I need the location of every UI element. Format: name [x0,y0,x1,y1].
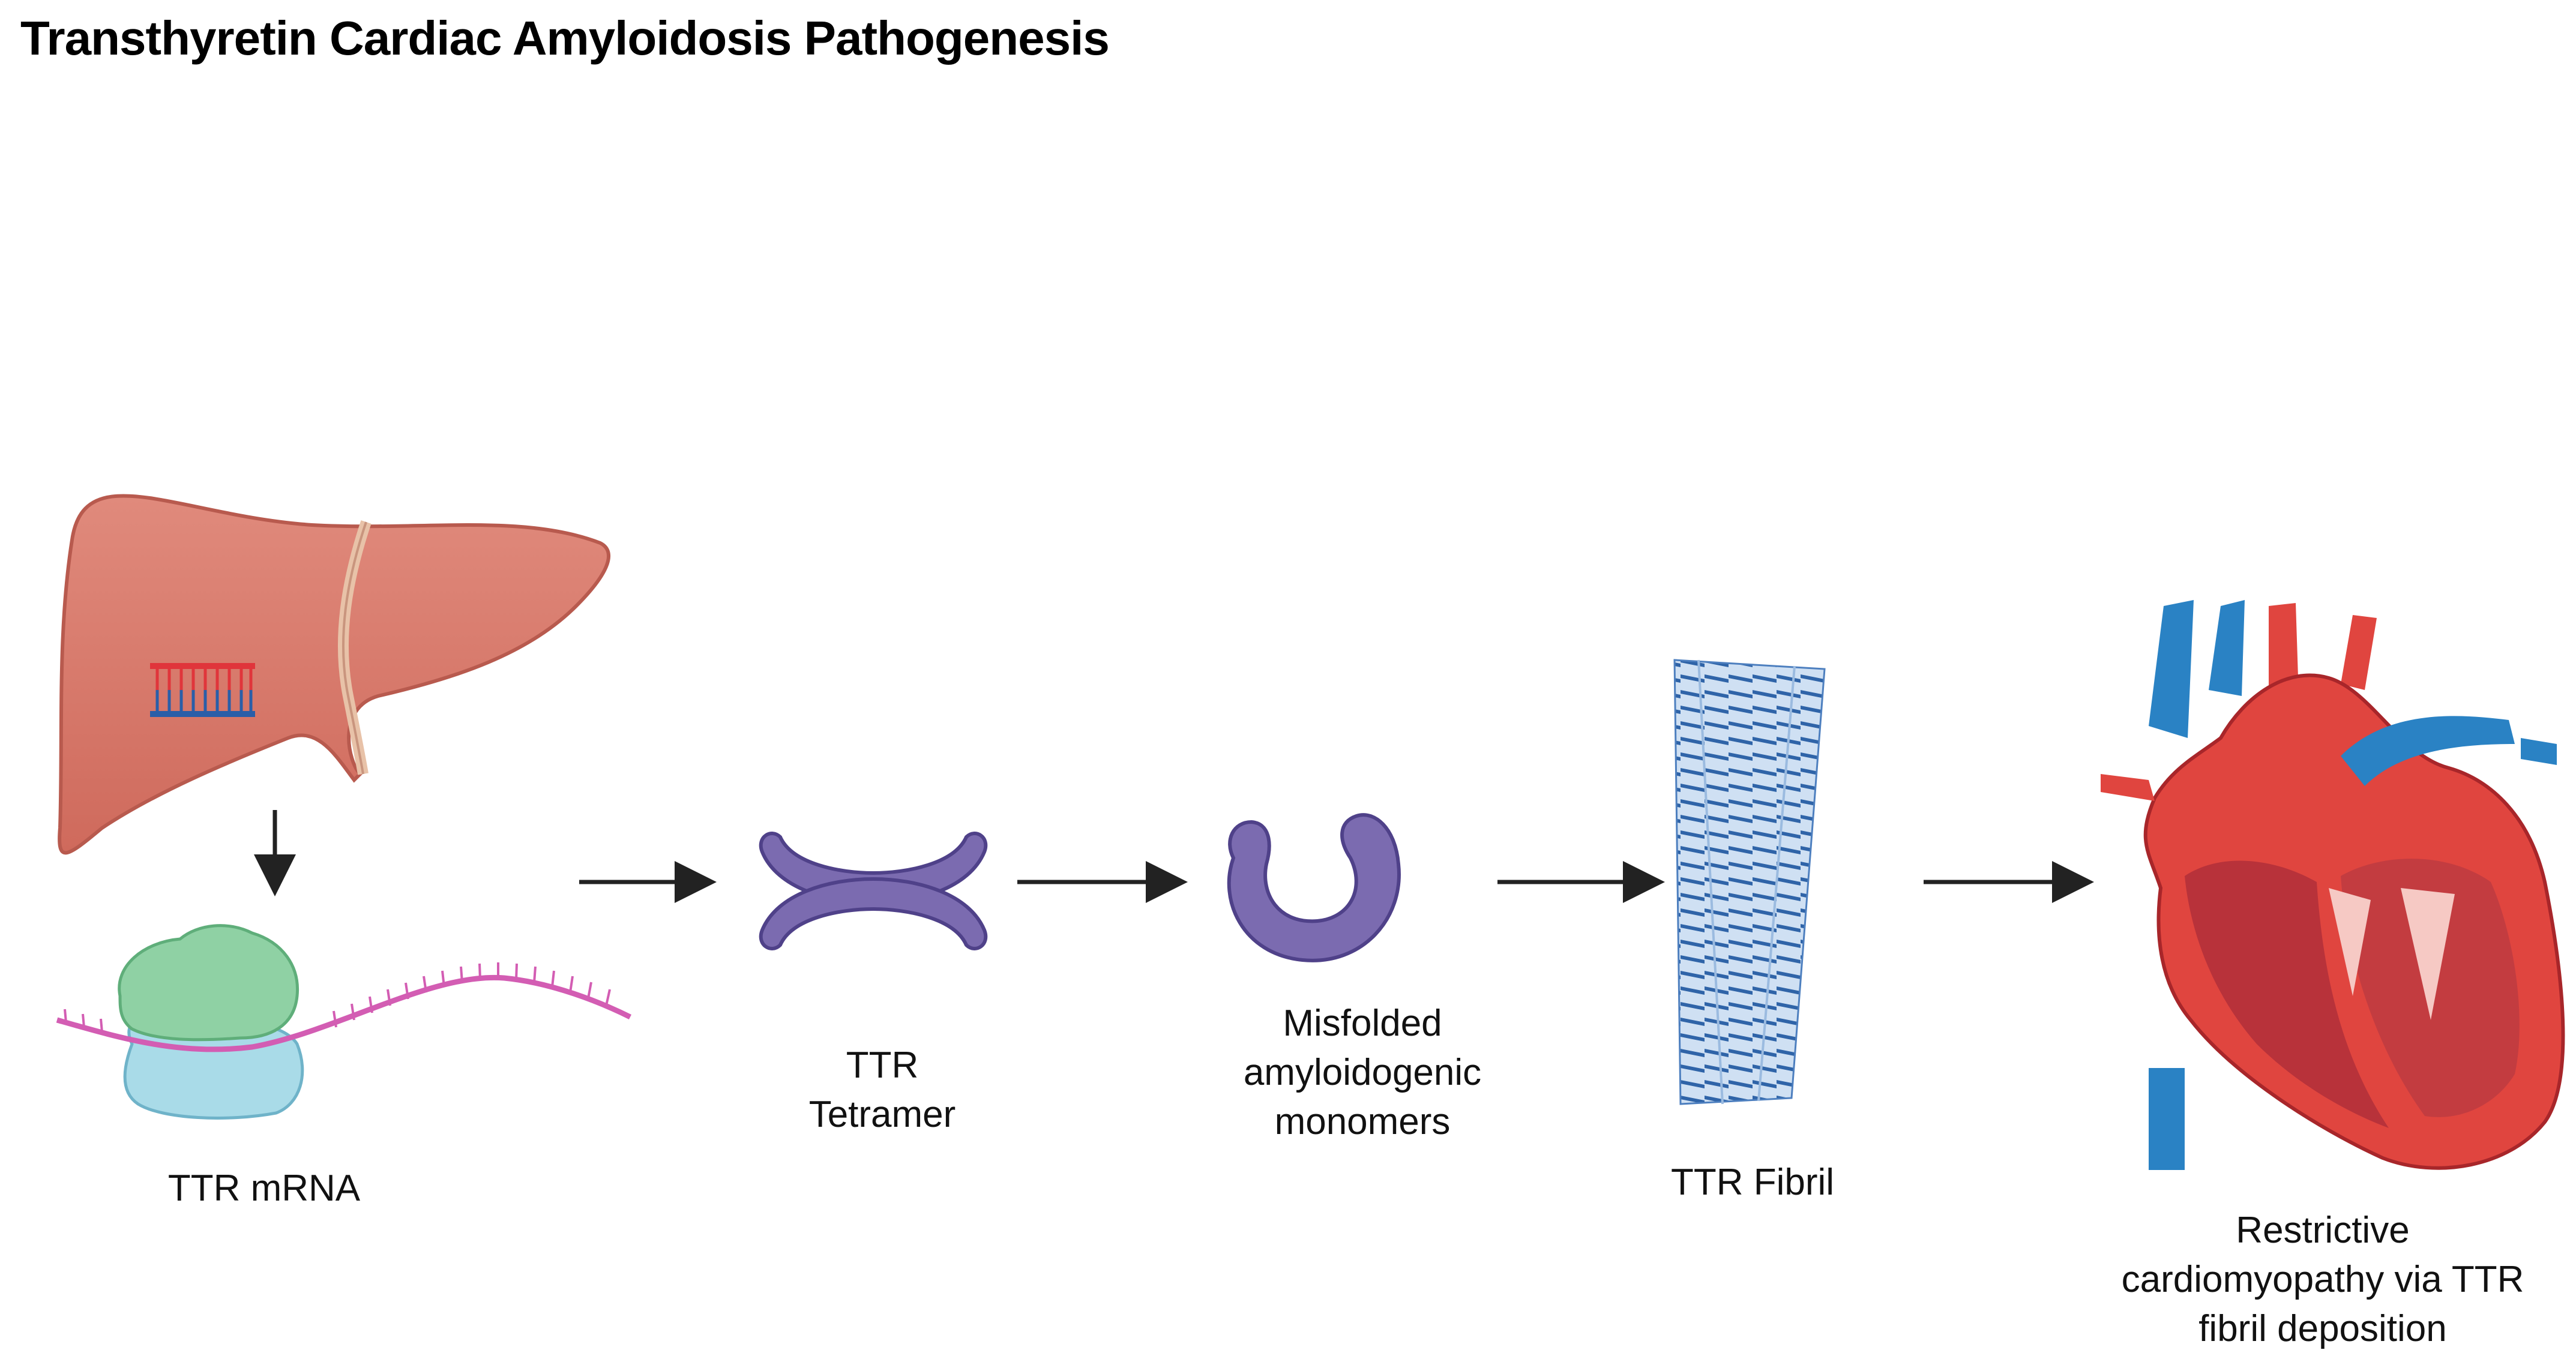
label-line: monomers [1274,1101,1451,1142]
dna-icon [150,663,255,717]
label-misfolded-monomers: Misfolded amyloidogenic monomers [1176,999,1548,1147]
label-line: Misfolded [1283,1003,1442,1044]
label-ttr-fibril: TTR Fibril [1596,1158,1909,1207]
label-line: cardiomyopathy via TTR [2121,1259,2524,1300]
label-restrictive-cardiomyopathy: Restrictive cardiomyopathy via TTR fibri… [2089,1206,2557,1354]
liver-icon [58,494,611,855]
label-line: TTR [846,1045,919,1086]
label-line: Tetramer [808,1094,956,1135]
tetramer-icon [759,832,988,950]
label-ttr-tetramer: TTR Tetramer [720,1041,1044,1139]
ribosome-icon [56,924,632,1120]
label-line: fibril deposition [2198,1308,2447,1349]
heart-icon [2101,600,2565,1170]
label-line: Restrictive [2236,1210,2410,1251]
label-ttr-mrna: TTR mRNA [96,1164,432,1213]
monomer-icon [1227,813,1401,962]
label-ttr-fibril-text: TTR Fibril [1670,1162,1835,1203]
label-ttr-mrna-text: TTR mRNA [167,1168,361,1209]
page-title: Transthyretin Cardiac Amyloidosis Pathog… [20,11,1110,65]
fibril-icon [1673,659,1826,1105]
label-line: amyloidogenic [1243,1052,1482,1093]
